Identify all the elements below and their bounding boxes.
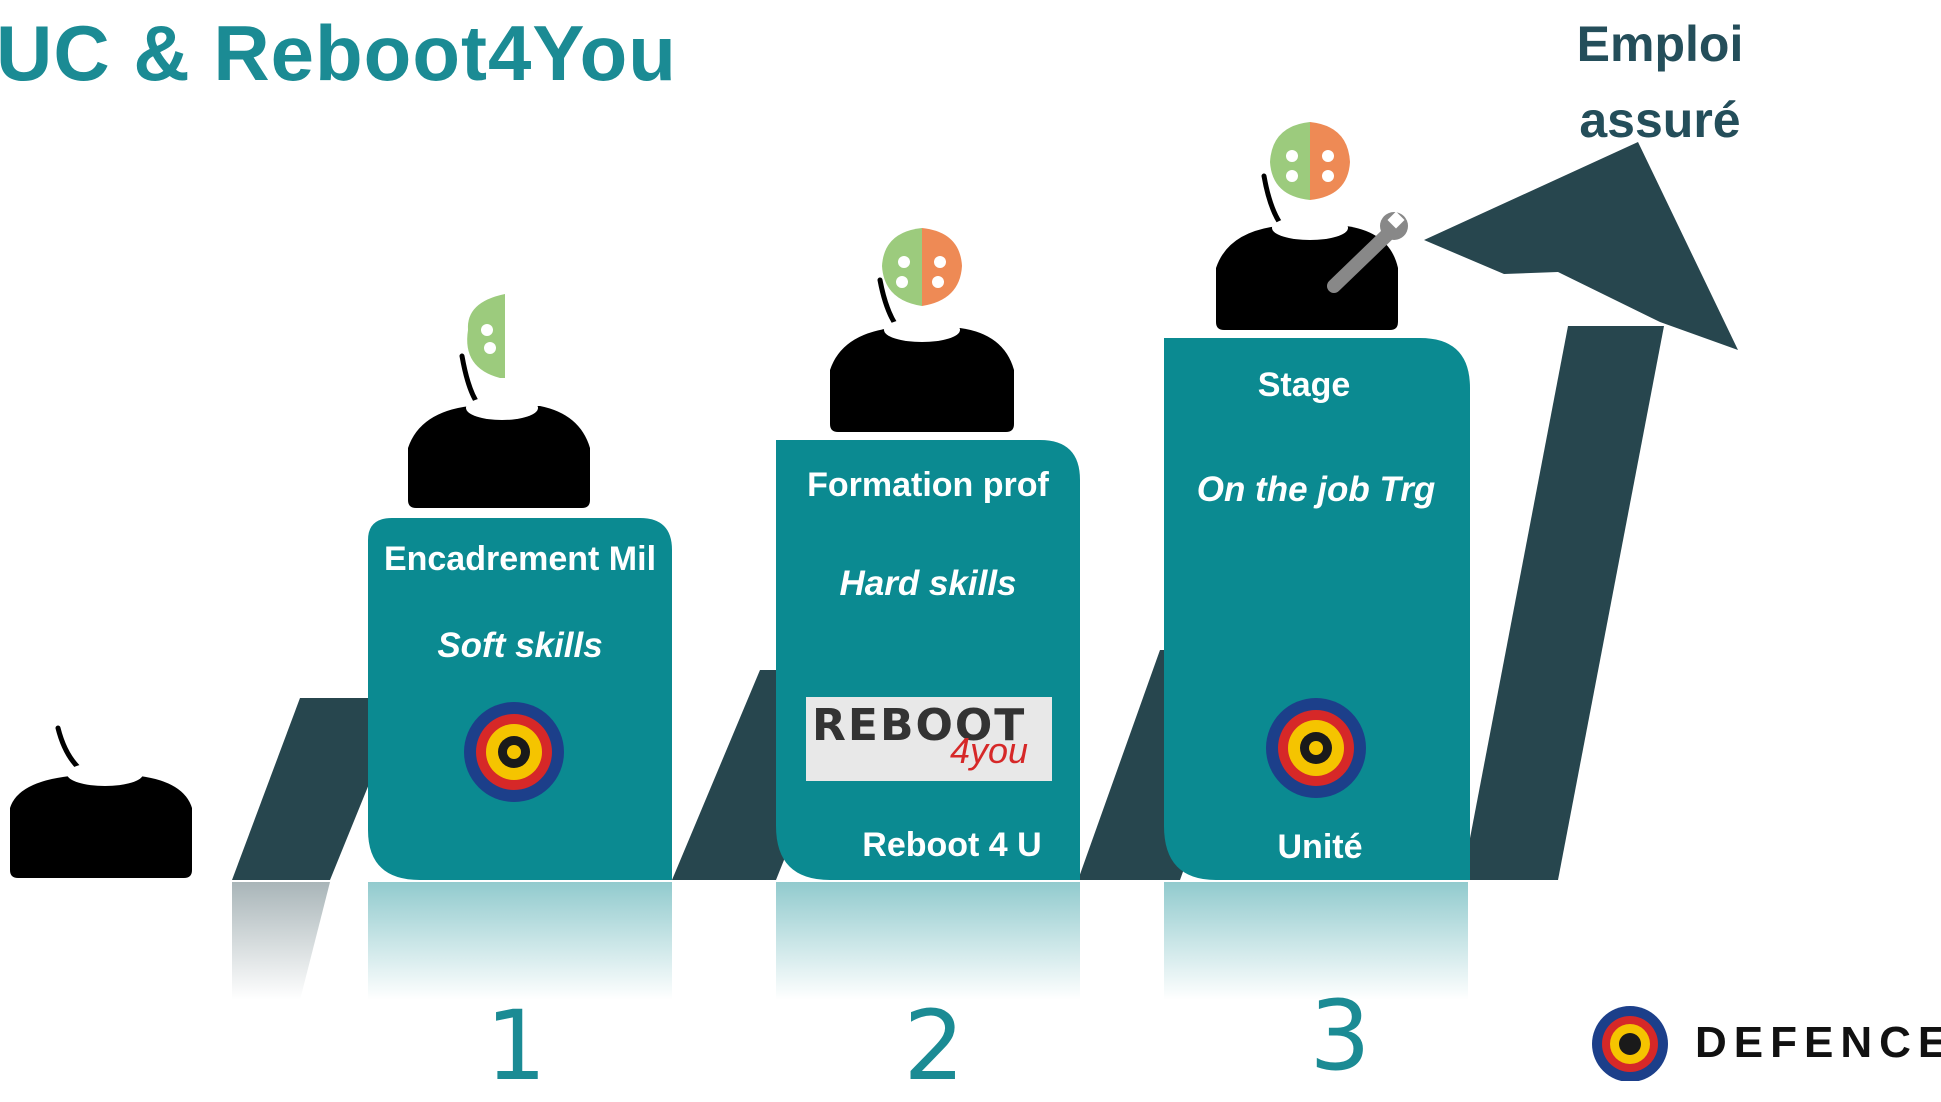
floor-reflections: [232, 882, 1468, 1000]
step-1-box: [368, 518, 672, 880]
step-2-box: [776, 440, 1080, 880]
step-2-number: 2: [903, 990, 965, 1102]
reboot4you-logo: [806, 697, 1052, 781]
reboot-logo-text: REBOOT: [812, 700, 1027, 751]
step-1-subheading: Soft skills: [437, 626, 603, 665]
person-start-icon: [10, 725, 192, 878]
step-3-footer: Unité: [1277, 828, 1363, 866]
step-2-heading: Formation prof: [807, 466, 1049, 504]
step-1-number: 1: [485, 990, 547, 1102]
defence-emblem-step-1: [464, 702, 564, 802]
goal-line-2: assuré: [1579, 92, 1741, 148]
step-3-subheading: On the job Trg: [1196, 470, 1436, 509]
step-2-footer: Reboot 4 U: [862, 826, 1042, 864]
goal-line-1: Emploi: [1576, 16, 1744, 72]
wrench-icon: [1327, 211, 1408, 293]
person-step-3-icon: [1216, 122, 1408, 330]
step-1-heading: Encadrement Mil: [383, 540, 657, 578]
defence-brand: DEFENCE: [1695, 1018, 1941, 1067]
page-title: UC & Reboot4You: [0, 9, 677, 97]
person-step-2-icon: [830, 228, 1014, 432]
step-2-subheading: Hard skills: [839, 564, 1017, 603]
goal-label: Emploi assuré: [1520, 6, 1800, 158]
person-step-1-icon: [408, 294, 590, 508]
defence-emblem-step-3: [1266, 698, 1366, 798]
step-3-heading: Stage: [1257, 366, 1351, 404]
step-3-box: [1164, 338, 1470, 880]
defence-logo-emblem: [1592, 1006, 1668, 1081]
step-3-number: 3: [1309, 980, 1371, 1092]
reboot-logo-sub: 4you: [950, 730, 1029, 771]
